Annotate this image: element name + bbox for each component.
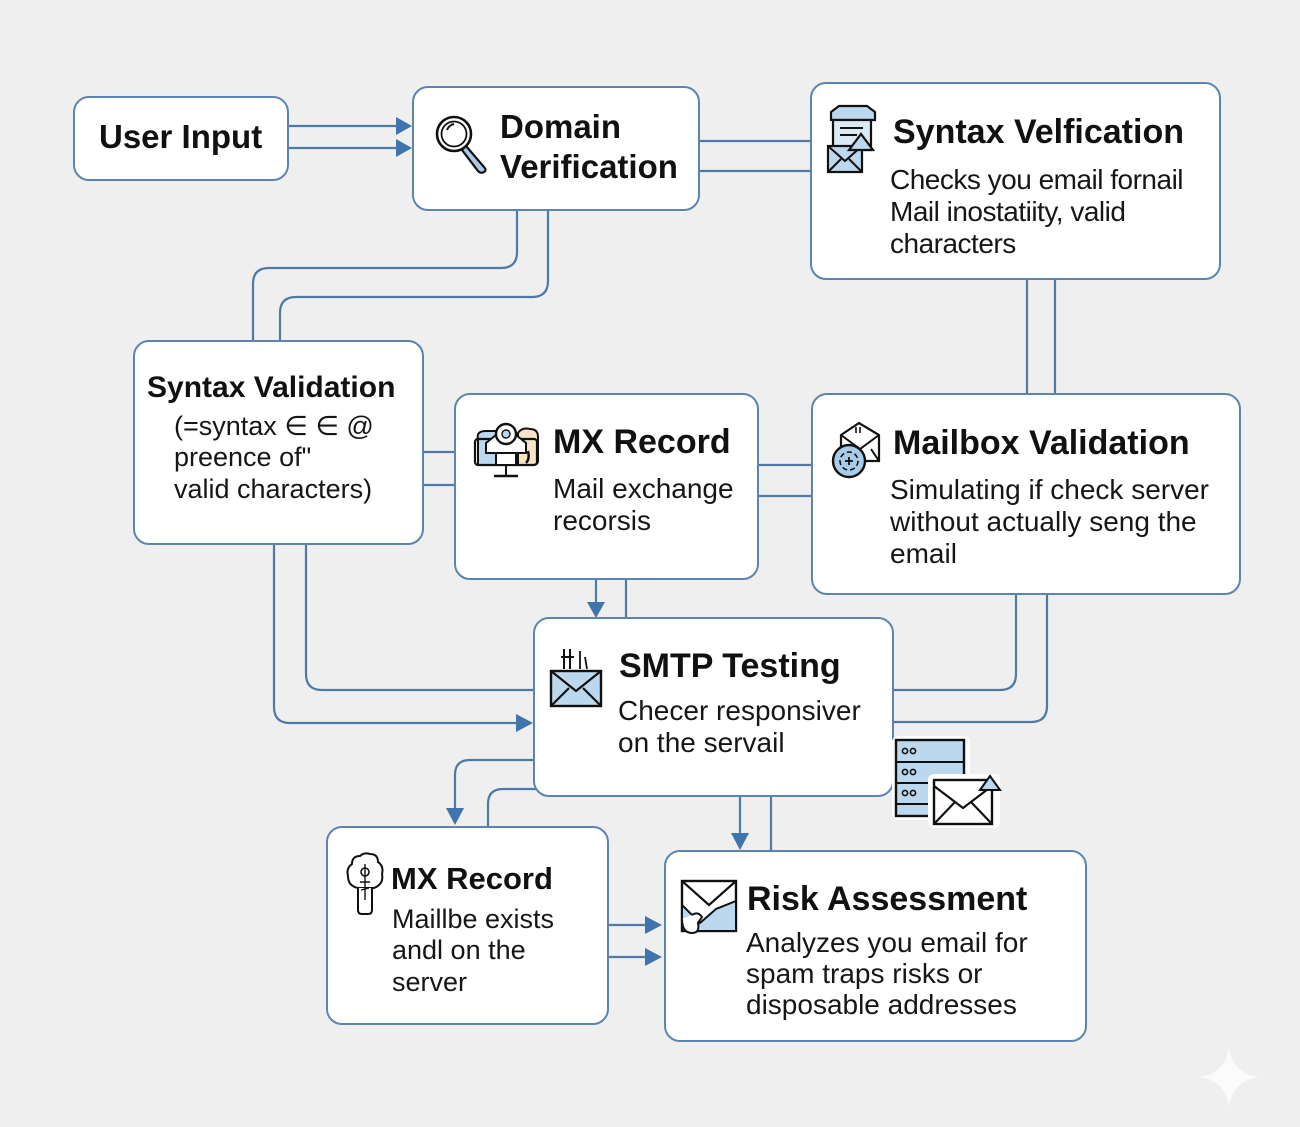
node-syntax-validation[interactable]: Syntax Validation (=syntax ∈ ∈ @ preence… bbox=[133, 340, 424, 545]
desc-line: Mail inostatiity, valid bbox=[890, 195, 1126, 227]
node-title: Syntax Velfication bbox=[893, 113, 1184, 151]
desc-line: valid characters) bbox=[174, 473, 373, 504]
desc-line: disposable addresses bbox=[746, 988, 1017, 1020]
arrowhead bbox=[446, 808, 464, 825]
desc-line: characters bbox=[890, 227, 1016, 259]
edge-domain-to-syntax-validation-b bbox=[278, 211, 550, 341]
node-title: MX Record bbox=[391, 861, 553, 896]
desc-line: spam traps risks or bbox=[746, 957, 983, 989]
node-mailbox-validation[interactable]: Mailbox Validation Simulating if check s… bbox=[811, 393, 1241, 595]
desc-line: Checer responsiver bbox=[618, 695, 861, 726]
node-mx-record-bottom[interactable]: MX Record Maillbe exists andl on the ser… bbox=[326, 826, 609, 1025]
node-title: User Input bbox=[99, 118, 263, 155]
sparkle-icon bbox=[1196, 1044, 1262, 1115]
desc-line: email bbox=[890, 537, 957, 569]
node-smtp-testing[interactable]: SMTP Testing Checer responsiver on the s… bbox=[533, 617, 894, 797]
node-title: Syntax Validation bbox=[147, 371, 396, 404]
node-title: MX Record bbox=[553, 423, 731, 461]
edge-syntax-validation-to-smtp-a bbox=[304, 545, 534, 692]
edge-domain-to-syntax-validation-a bbox=[251, 211, 519, 341]
tree-icon bbox=[344, 852, 386, 916]
desc-line: (=syntax ∈ ∈ @ bbox=[174, 411, 374, 441]
edge-smtp-to-mx-bottom-arrow bbox=[453, 758, 534, 810]
arrowhead bbox=[396, 117, 412, 135]
node-mx-record[interactable]: MX Record Mail exchange recorsis bbox=[454, 393, 759, 580]
monitor-mail-icon bbox=[472, 421, 544, 483]
edge-smtp-to-mx-bottom-line bbox=[486, 787, 547, 827]
desc-line: preence of" bbox=[174, 442, 312, 473]
arrowhead bbox=[645, 948, 662, 966]
envelope-badge-icon bbox=[831, 421, 883, 481]
desc-line: Simulating if check server bbox=[890, 474, 1210, 505]
arrowhead bbox=[645, 916, 662, 934]
desc-line: server bbox=[392, 966, 468, 997]
magnifier-icon bbox=[430, 112, 494, 176]
desc-line: Mail exchange bbox=[553, 473, 734, 504]
edge-mailbox-to-smtp-b bbox=[893, 594, 1049, 724]
node-description: Checks you email fornail Mail inostatiit… bbox=[890, 164, 1184, 260]
desc-line: without actually seng the bbox=[890, 505, 1197, 537]
node-domain-verification[interactable]: Domain Verification bbox=[412, 86, 700, 211]
node-user-input[interactable]: User Input bbox=[73, 96, 289, 181]
node-description: Simulating if check server without actua… bbox=[890, 474, 1209, 570]
node-title-line1: Domain bbox=[500, 108, 622, 145]
desc-line: recorsis bbox=[553, 504, 652, 536]
node-description: Checer responsiver on the servail bbox=[618, 695, 861, 759]
envelope-icon bbox=[549, 647, 605, 709]
arrowhead bbox=[731, 833, 749, 850]
node-description: Maillbe exists andl on the server bbox=[392, 904, 554, 998]
server-mail-icon bbox=[892, 736, 1004, 830]
node-risk-assessment[interactable]: Risk Assessment Analyzes you email for s… bbox=[664, 850, 1087, 1042]
node-title: Risk Assessment bbox=[747, 880, 1028, 918]
desc-line: andl on the bbox=[392, 935, 526, 966]
node-description: Analyzes you email for spam traps risks … bbox=[746, 927, 1028, 1020]
arrowhead bbox=[516, 714, 533, 732]
edge-mailbox-to-smtp-a bbox=[893, 594, 1018, 692]
desc-line: Checks you email fornail bbox=[890, 164, 1184, 195]
arrowhead bbox=[396, 139, 412, 157]
arrowhead bbox=[587, 602, 605, 618]
open-envelope-icon bbox=[680, 879, 740, 935]
node-syntax-verification[interactable]: Syntax Velfication Checks you email forn… bbox=[810, 82, 1221, 280]
edge-syntax-validation-to-smtp-b bbox=[272, 545, 518, 725]
node-description: (=syntax ∈ ∈ @ preence of" valid charact… bbox=[174, 411, 374, 505]
desc-line: Analyzes you email for bbox=[746, 927, 1028, 958]
node-title: SMTP Testing bbox=[619, 647, 841, 685]
node-title-line2: Verification bbox=[500, 148, 678, 185]
desc-line: on the servail bbox=[618, 726, 785, 758]
node-title: Mailbox Validation bbox=[893, 424, 1190, 462]
document-envelope-icon bbox=[826, 104, 881, 174]
desc-line: Maillbe exists bbox=[392, 904, 555, 934]
node-description: Mail exchange recorsis bbox=[553, 473, 734, 537]
